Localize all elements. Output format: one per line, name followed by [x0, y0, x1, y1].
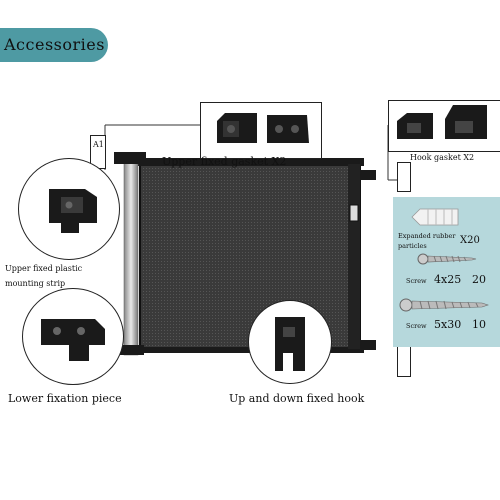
rubber-anchor-icon — [411, 208, 459, 226]
hook-gasket-box — [388, 100, 500, 152]
screw1-qty: 20 — [472, 273, 486, 286]
gate-bottom-bracket — [114, 345, 144, 355]
upper-strip-label-line1: Upper fixed plastic — [5, 264, 83, 273]
screw1-label: Screw — [406, 277, 427, 285]
upper-strip-label-line2: mounting strip — [5, 279, 66, 288]
right-wall-bracket-top — [397, 162, 411, 192]
gate-handle-bar — [348, 164, 360, 349]
gate-right-hook-top — [360, 170, 376, 180]
gate-top-rail — [138, 158, 364, 166]
lower-fixation-label: Lower fixation piece — [8, 392, 122, 405]
gate-top-bracket — [114, 152, 146, 164]
page-title: Accessories — [4, 35, 105, 54]
rubber-qty: X20 — [460, 235, 480, 246]
screw2-size: 5x30 — [434, 318, 462, 331]
updown-hook-circle — [248, 300, 332, 384]
screw2-label: Screw — [406, 322, 427, 330]
gate-illustration — [114, 152, 376, 356]
rubber-label-line1: Expanded rubber — [398, 232, 456, 240]
screw1-size: 4x25 — [434, 273, 462, 286]
upper-gasket-label: Upper fixed gasket X2 — [162, 155, 287, 168]
right-wall-bracket-bottom — [397, 345, 411, 377]
gate-right-hook-bottom — [360, 340, 376, 350]
upper-strip-circle — [18, 158, 120, 260]
screw2-qty: 10 — [472, 318, 486, 331]
screw-5x30-icon — [399, 298, 489, 312]
title-banner — [0, 28, 108, 62]
screw-4x25-icon — [417, 253, 477, 265]
updown-hook-label: Up and down fixed hook — [229, 392, 365, 405]
gate-handle — [349, 204, 359, 222]
hook-gasket-label: Hook gasket X2 — [410, 153, 475, 162]
rubber-label-line2: particles — [398, 242, 427, 250]
lower-fixation-circle — [22, 288, 124, 385]
upper-gasket-box — [200, 102, 322, 159]
a1-label: A1 — [93, 140, 104, 149]
gate-cassette-pole — [123, 159, 139, 356]
